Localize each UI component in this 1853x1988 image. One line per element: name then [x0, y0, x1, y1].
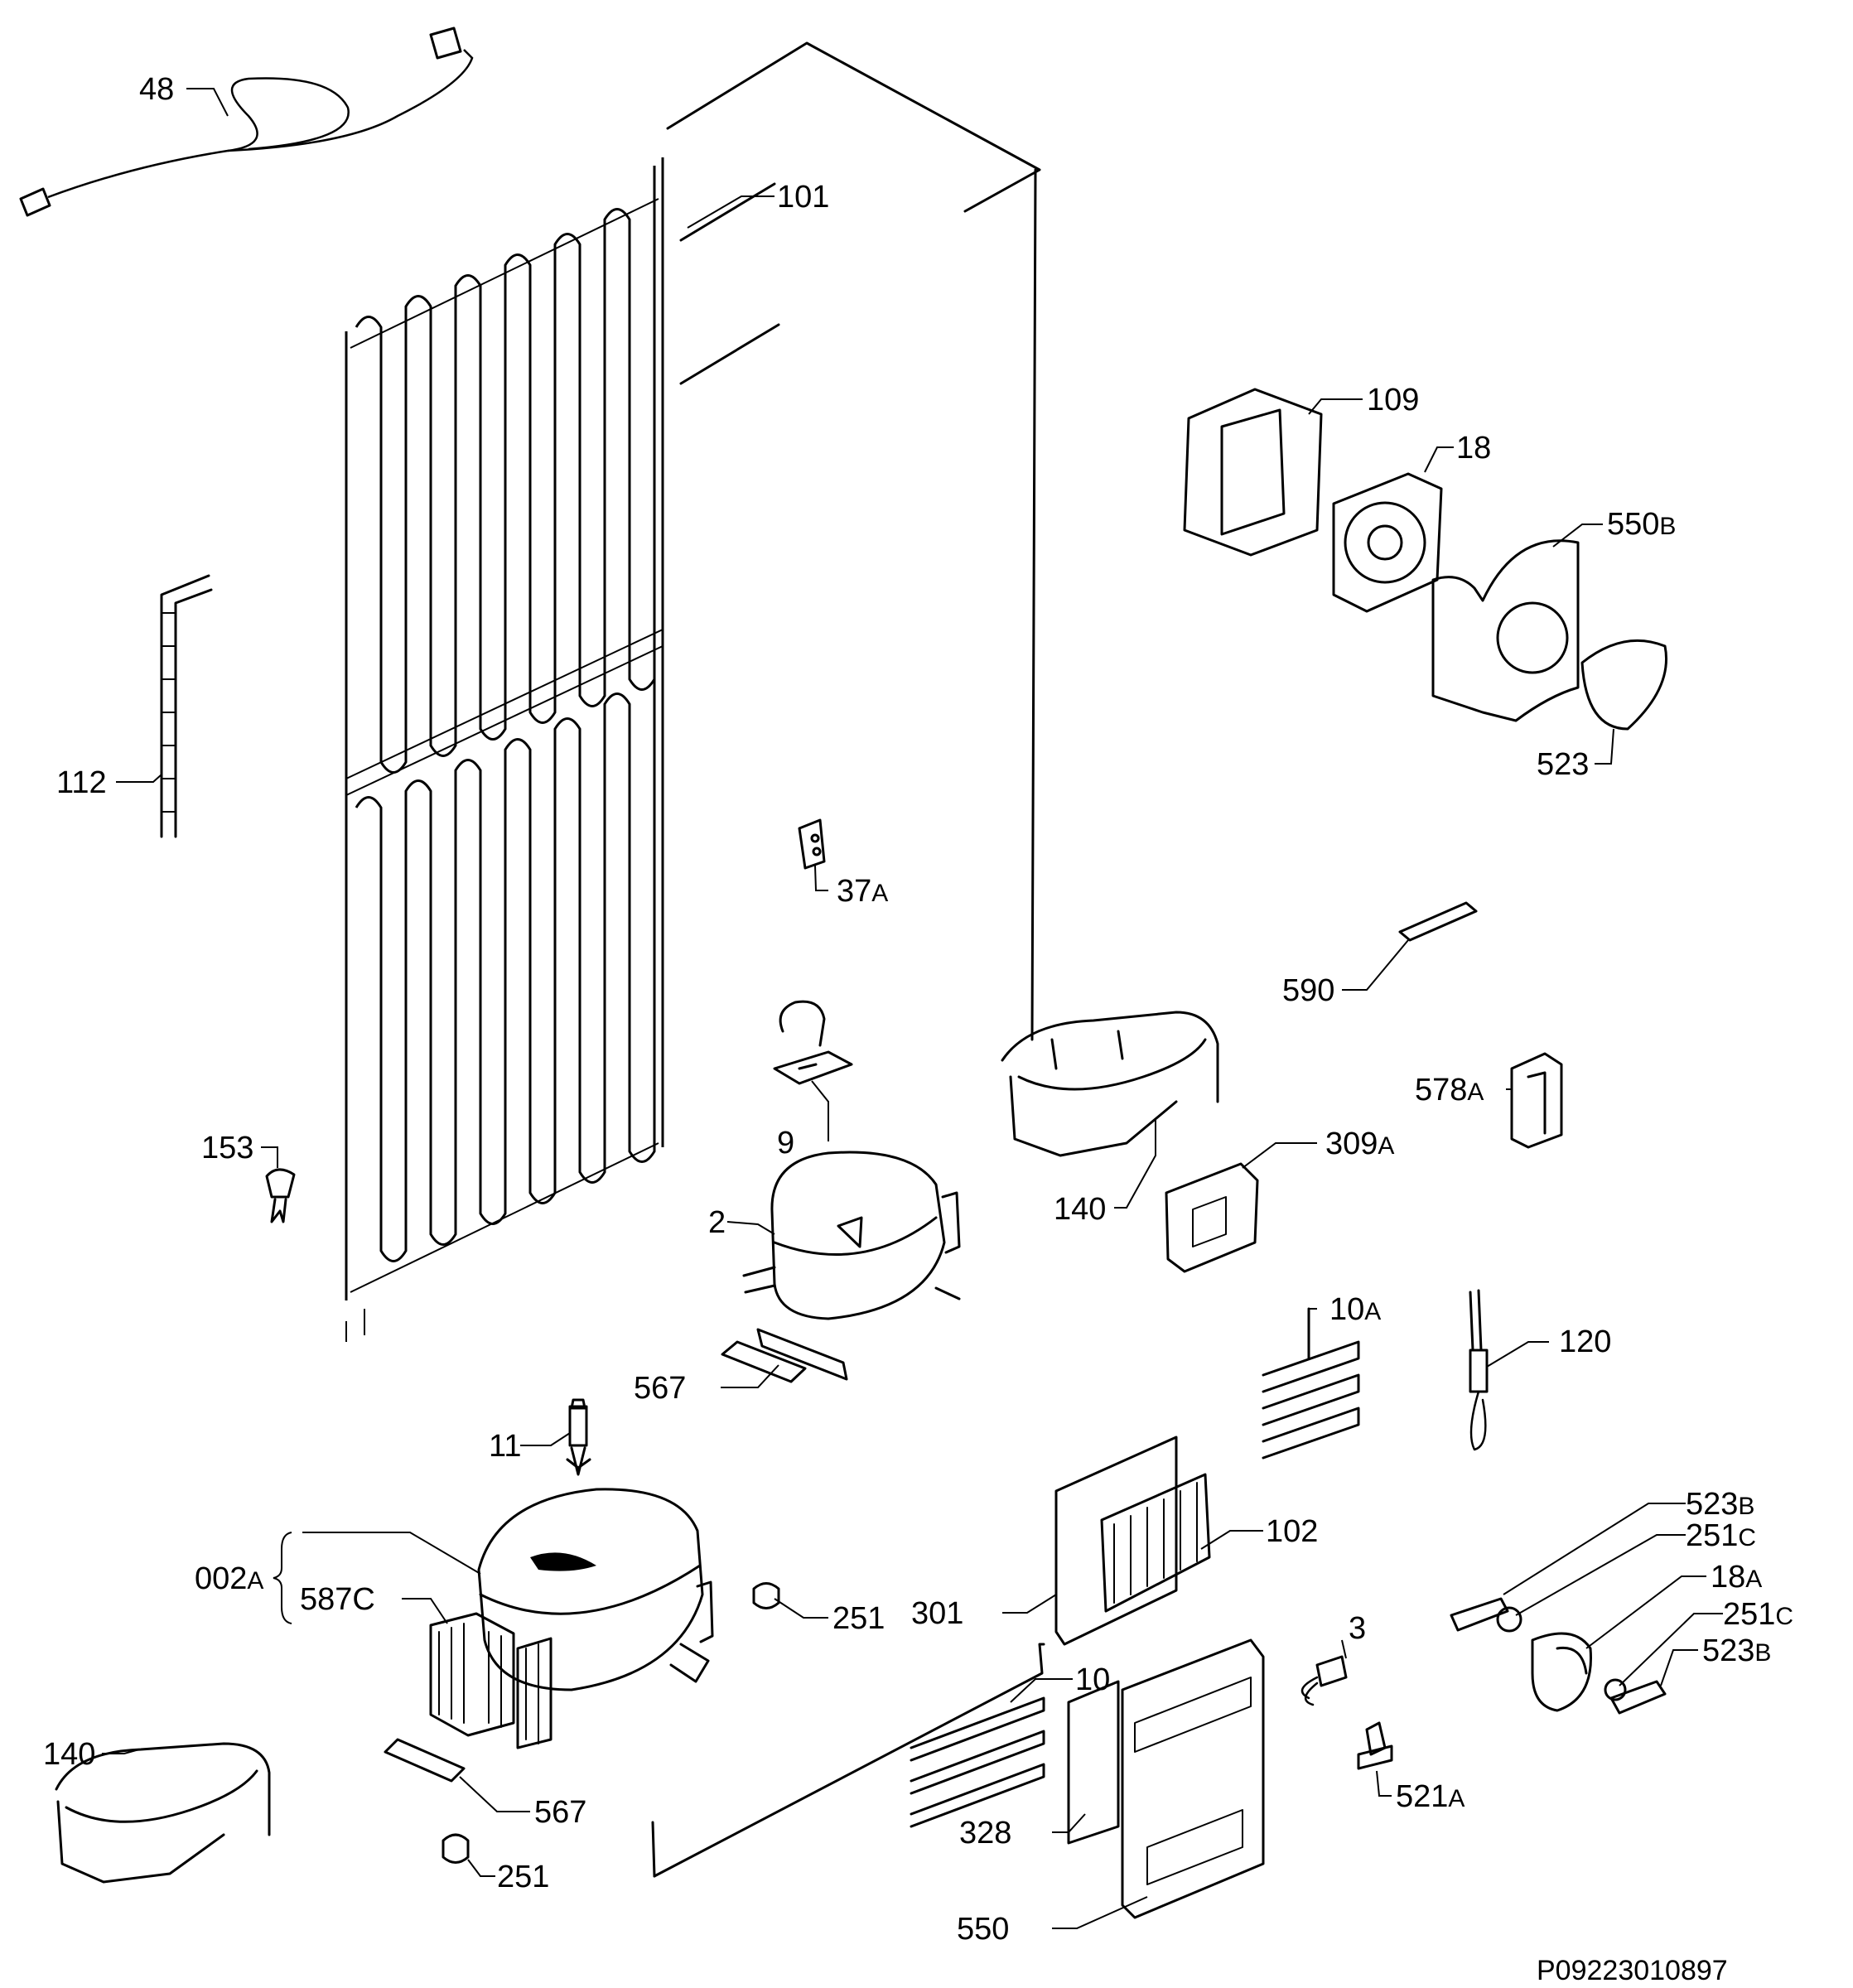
callout-567-bottom: 567: [534, 1795, 586, 1830]
callout-10: 10: [1075, 1662, 1110, 1697]
callout-labels: 48 101 109 18 550B 523 112 37A 590 578A …: [43, 72, 1793, 1947]
callout-251-mid: 251: [832, 1601, 885, 1636]
evaporator-102: [1054, 1436, 1211, 1646]
callout-37a: 37A: [837, 874, 888, 909]
tray-140-top: [1001, 1011, 1219, 1157]
callout-523b-top: 523B: [1686, 1487, 1754, 1522]
thermal-fuse-120: [1469, 1289, 1489, 1451]
sensor-cable: [19, 27, 474, 217]
cabinet-outline: [651, 41, 1045, 1878]
callout-251c-top: 251C: [1686, 1518, 1756, 1553]
callout-523: 523: [1537, 747, 1589, 782]
callout-328: 328: [959, 1816, 1011, 1850]
pipe-holder: [773, 1000, 853, 1085]
grommet-153: [265, 1168, 296, 1223]
callout-11: 11: [489, 1429, 521, 1464]
fan-cover-550b: [1431, 539, 1580, 722]
drain-tube: [160, 574, 213, 838]
clip-37a: [798, 818, 826, 870]
callout-112: 112: [56, 765, 107, 800]
callout-550b: 550B: [1607, 507, 1676, 542]
callout-002a: 002A: [195, 1561, 263, 1596]
frame-578a: [1510, 1052, 1563, 1149]
callout-18: 18: [1456, 431, 1491, 466]
callout-523b-bottom: 523B: [1702, 1633, 1771, 1668]
fan-motor-assembly: [1450, 1597, 1667, 1715]
callout-140-top: 140: [1054, 1192, 1106, 1227]
fan-bracket: [1183, 388, 1323, 557]
cover-plate-328: [1067, 1680, 1120, 1845]
callout-9: 9: [777, 1126, 794, 1160]
relay-587c: [429, 1612, 553, 1749]
condenser-coil: [345, 157, 664, 1342]
callout-251c-bottom: 251C: [1723, 1597, 1793, 1632]
callout-309a: 309A: [1325, 1127, 1394, 1161]
callout-2: 2: [708, 1205, 726, 1240]
screw-521a: [1357, 1721, 1393, 1770]
mounting-plate-lower: [384, 1738, 466, 1783]
callout-102: 102: [1266, 1514, 1318, 1549]
leader-lines: [102, 88, 1723, 1929]
drawing-code: P09223010897: [1537, 1955, 1728, 1986]
mounting-plate-upper: [721, 1340, 807, 1383]
callout-3: 3: [1349, 1611, 1366, 1646]
fan-18: [1332, 472, 1443, 613]
callout-101: 101: [777, 180, 829, 215]
compressor-upper: [742, 1151, 961, 1381]
callout-18a: 18A: [1711, 1560, 1762, 1595]
callout-120: 120: [1559, 1325, 1611, 1359]
callout-48: 48: [139, 72, 174, 107]
callout-10a: 10A: [1329, 1292, 1381, 1327]
callout-153: 153: [201, 1131, 253, 1165]
callout-587c: 587C: [300, 1582, 375, 1617]
start-device: [566, 1398, 591, 1476]
callout-578a: 578A: [1415, 1073, 1484, 1107]
control-board-309a: [1165, 1162, 1259, 1273]
compressor-lower: [477, 1488, 714, 1691]
heater-10a: [1262, 1307, 1360, 1460]
callout-251-bottom: 251: [497, 1860, 549, 1894]
label-590: [1398, 901, 1478, 942]
tray-140-bottom: [55, 1742, 271, 1884]
nut-251-mid: [752, 1582, 780, 1609]
nut-251-bottom: [442, 1833, 470, 1864]
evaporator-cover-550: [1121, 1638, 1265, 1919]
thermostat-3: [1300, 1655, 1348, 1706]
heater-10: [910, 1696, 1045, 1828]
cover-plate-523: [1580, 639, 1667, 731]
callout-521a: 521A: [1396, 1779, 1465, 1814]
callout-301: 301: [911, 1596, 963, 1631]
callout-590: 590: [1282, 973, 1334, 1008]
callout-140-bottom: 140: [43, 1737, 95, 1772]
callout-109: 109: [1367, 383, 1419, 417]
callout-550: 550: [957, 1912, 1009, 1947]
callout-567-top: 567: [634, 1371, 686, 1406]
